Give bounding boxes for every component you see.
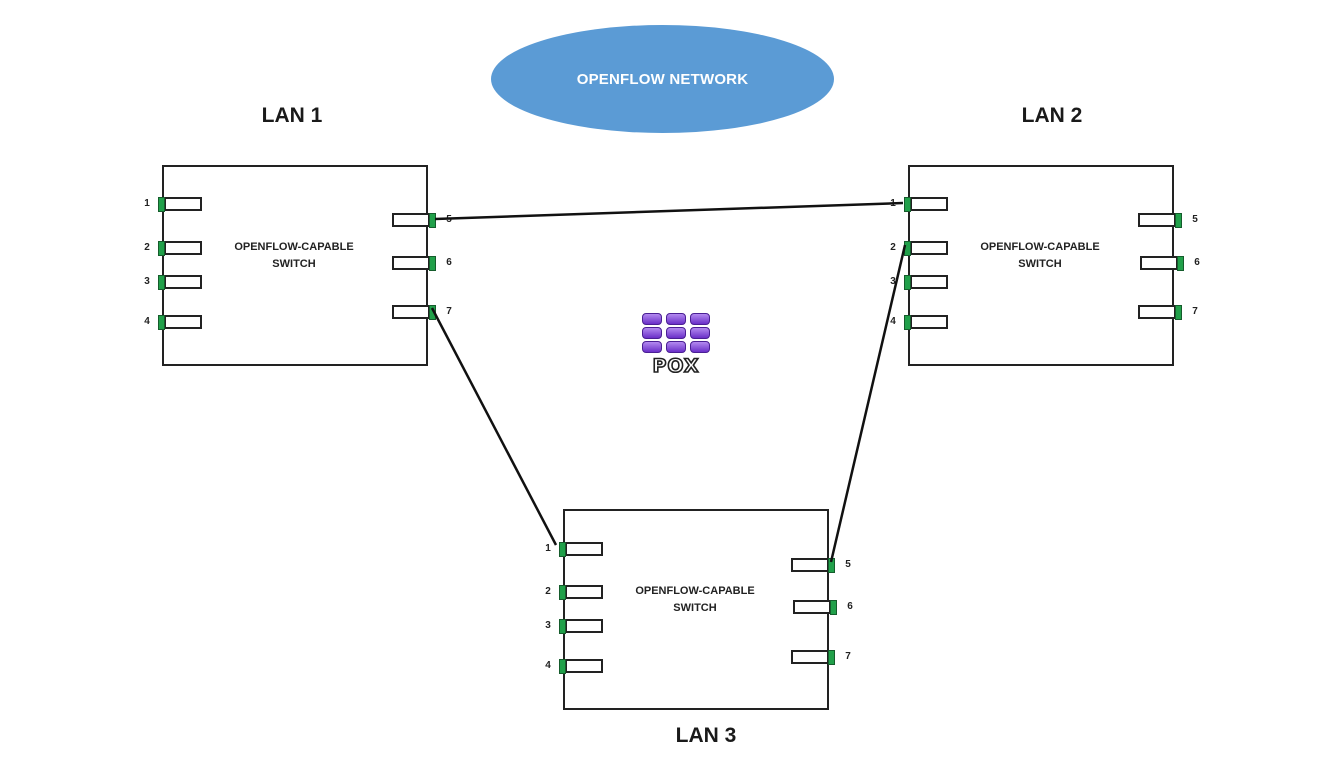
openflow-network-cloud: OPENFLOW NETWORK bbox=[491, 25, 834, 133]
port-number: 7 bbox=[845, 651, 851, 662]
port-3[interactable]: 3 bbox=[545, 619, 603, 634]
pox-logo-block bbox=[666, 341, 686, 353]
port-led bbox=[904, 315, 911, 330]
port-led bbox=[904, 241, 911, 256]
port-3[interactable]: 3 bbox=[144, 275, 202, 290]
port-led bbox=[1177, 256, 1184, 271]
pox-logo-block bbox=[666, 313, 686, 325]
port-6[interactable]: 6 bbox=[1140, 256, 1200, 271]
link-lan2-p2-lan3-p5 bbox=[829, 244, 907, 563]
port-number: 3 bbox=[545, 620, 551, 631]
network-title: OPENFLOW NETWORK bbox=[576, 70, 749, 88]
port-1[interactable]: 1 bbox=[545, 542, 603, 557]
port-number: 2 bbox=[890, 242, 896, 253]
pox-logo-block bbox=[690, 313, 710, 325]
port-led bbox=[830, 600, 837, 615]
port-led bbox=[559, 619, 566, 634]
pox-logo-block bbox=[690, 341, 710, 353]
switch-name-line1: OPENFLOW-CAPABLE bbox=[234, 241, 354, 253]
port-number: 7 bbox=[1192, 306, 1198, 317]
port-7[interactable]: 7 bbox=[392, 305, 452, 320]
port-number: 4 bbox=[545, 660, 551, 671]
port-led bbox=[904, 197, 911, 212]
port-5[interactable]: 5 bbox=[1138, 213, 1198, 228]
port-led bbox=[559, 542, 566, 557]
port-2[interactable]: 2 bbox=[545, 585, 603, 600]
switch-lan-1: OPENFLOW-CAPABLE SWITCH 1 2 3 4 5 6 7 bbox=[144, 165, 452, 366]
port-led bbox=[1175, 213, 1182, 228]
port-2[interactable]: 2 bbox=[144, 241, 202, 256]
port-number: 5 bbox=[446, 214, 452, 225]
switch-name-line1: OPENFLOW-CAPABLE bbox=[635, 585, 755, 597]
switch-name-line2: SWITCH bbox=[673, 602, 717, 614]
port-4[interactable]: 4 bbox=[545, 659, 603, 674]
port-number: 7 bbox=[446, 306, 452, 317]
link-lan1-p7-lan3-p1 bbox=[430, 307, 558, 546]
pox-logo-block bbox=[666, 327, 686, 339]
port-1[interactable]: 1 bbox=[890, 197, 948, 212]
lan-1-label: LAN 1 bbox=[261, 104, 323, 127]
port-led bbox=[158, 197, 165, 212]
link-lan1-p5-lan2-p1 bbox=[434, 201, 904, 221]
switch-name: OPENFLOW-CAPABLE SWITCH bbox=[970, 239, 1110, 273]
port-number: 6 bbox=[847, 601, 853, 612]
port-4[interactable]: 4 bbox=[890, 315, 948, 330]
port-3[interactable]: 3 bbox=[890, 275, 948, 290]
pox-logo-grid bbox=[640, 313, 712, 355]
switch-lan-3: OPENFLOW-CAPABLE SWITCH 1 2 3 4 5 6 7 bbox=[545, 509, 853, 710]
switch-name: OPENFLOW-CAPABLE SWITCH bbox=[625, 583, 765, 617]
switch-name-line2: SWITCH bbox=[272, 258, 316, 270]
pox-logo-text: POX bbox=[652, 354, 700, 378]
port-led bbox=[1175, 305, 1182, 320]
port-led bbox=[828, 650, 835, 665]
port-number: 5 bbox=[1192, 214, 1198, 225]
port-led bbox=[429, 213, 436, 228]
port-led bbox=[158, 315, 165, 330]
port-led bbox=[429, 256, 436, 271]
port-number: 2 bbox=[545, 586, 551, 597]
switch-name-line1: OPENFLOW-CAPABLE bbox=[980, 241, 1100, 253]
pox-logo-block bbox=[642, 341, 662, 353]
port-5[interactable]: 5 bbox=[791, 558, 851, 573]
port-number: 1 bbox=[890, 198, 896, 209]
port-number: 5 bbox=[845, 559, 851, 570]
port-2[interactable]: 2 bbox=[890, 241, 948, 256]
port-number: 1 bbox=[144, 198, 150, 209]
port-5[interactable]: 5 bbox=[392, 213, 452, 228]
port-led bbox=[158, 275, 165, 290]
port-number: 1 bbox=[545, 543, 551, 554]
port-number: 3 bbox=[144, 276, 150, 287]
port-number: 4 bbox=[144, 316, 150, 327]
port-7[interactable]: 7 bbox=[1138, 305, 1198, 320]
port-1[interactable]: 1 bbox=[144, 197, 202, 212]
lan-2-label: LAN 2 bbox=[1021, 104, 1083, 127]
pox-logo-block bbox=[690, 327, 710, 339]
port-number: 6 bbox=[1194, 257, 1200, 268]
port-number: 2 bbox=[144, 242, 150, 253]
port-number: 6 bbox=[446, 257, 452, 268]
port-4[interactable]: 4 bbox=[144, 315, 202, 330]
pox-logo-block bbox=[642, 327, 662, 339]
port-led bbox=[429, 305, 436, 320]
switch-name-line2: SWITCH bbox=[1018, 258, 1062, 270]
port-number: 4 bbox=[890, 316, 896, 327]
pox-logo-block bbox=[642, 313, 662, 325]
port-6[interactable]: 6 bbox=[392, 256, 452, 271]
port-6[interactable]: 6 bbox=[793, 600, 853, 615]
switch-lan-2: OPENFLOW-CAPABLE SWITCH 1 2 3 4 5 6 7 bbox=[890, 165, 1200, 366]
port-led bbox=[158, 241, 165, 256]
switch-name: OPENFLOW-CAPABLE SWITCH bbox=[224, 239, 364, 273]
port-7[interactable]: 7 bbox=[791, 650, 851, 665]
lan-3-label: LAN 3 bbox=[675, 724, 737, 747]
port-number: 3 bbox=[890, 276, 896, 287]
port-led bbox=[904, 275, 911, 290]
port-led bbox=[828, 558, 835, 573]
pox-icon: POX bbox=[636, 313, 716, 378]
port-led bbox=[559, 585, 566, 600]
port-led bbox=[559, 659, 566, 674]
